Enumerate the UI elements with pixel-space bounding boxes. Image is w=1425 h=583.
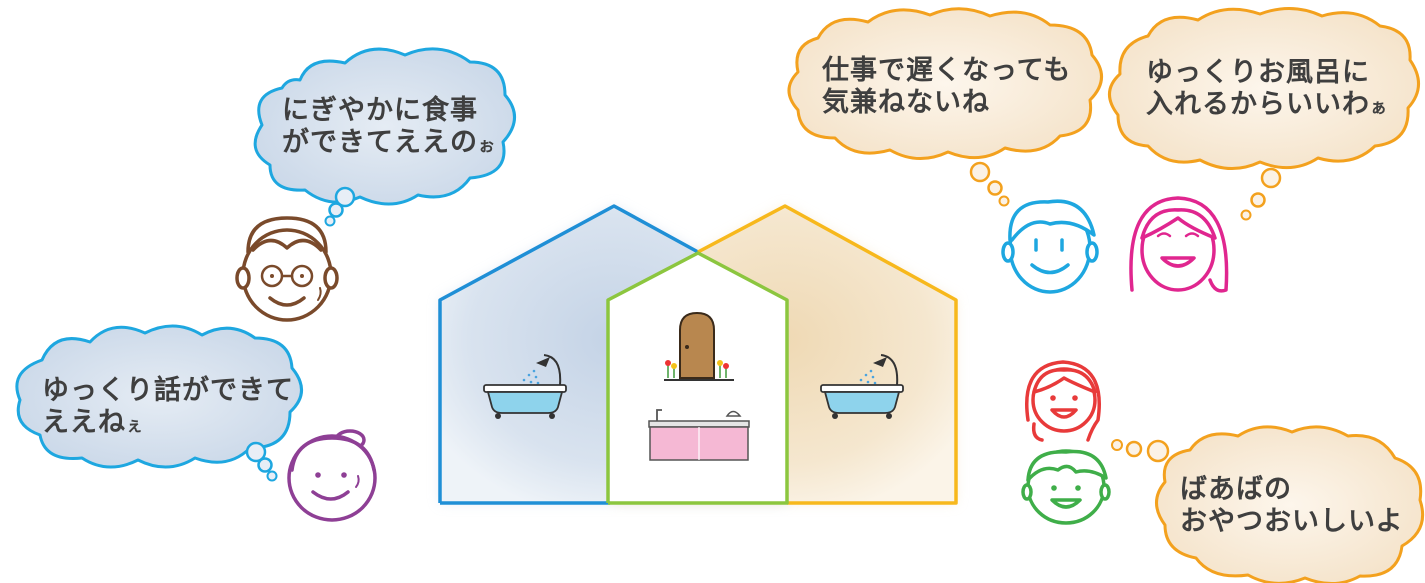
mother-speech-line2-small: ぁ [1370, 98, 1388, 118]
father-face-icon [1001, 199, 1099, 294]
grandpa-speech-line1: にぎやかに食事 [282, 95, 478, 126]
grandpa-speech-text: にぎやかに食事 ができてええのぉ [282, 95, 496, 162]
grandma-speech-line1: ゆっくり話ができて [42, 375, 294, 406]
speech-bubble-grandpa [253, 47, 516, 227]
father-speech-text: 仕事で遅くなっても 気兼ねないね [822, 55, 1071, 119]
mother-face-icon [1129, 196, 1229, 293]
flower-icon [665, 360, 729, 378]
grandpa-face-icon [235, 216, 339, 322]
mother-speech-line2: 入れるからいいわぁ [1146, 89, 1388, 124]
mother-speech-line1: ゆっくりお風呂に [1146, 57, 1370, 88]
speech-bubble-mother [1108, 6, 1420, 221]
mother-speech-line2-main: 入れるからいいわ [1146, 89, 1370, 120]
speech-bubble-kids [1111, 425, 1425, 583]
bathtub-icon [483, 354, 567, 419]
grandpa-speech-line2-small: ぉ [478, 136, 496, 156]
grandpa-speech-line2: ができてええのぉ [282, 127, 496, 162]
kitchen-icon [648, 409, 750, 461]
kids-speech-text: ばあばの おやつおいしいよ [1180, 474, 1403, 538]
father-speech-line1: 仕事で遅くなっても [822, 55, 1072, 86]
grandma-speech-line2-small: ぇ [126, 416, 144, 436]
girl-face-icon [1025, 360, 1101, 442]
speech-bubble-father [787, 7, 1103, 207]
kids-speech-line2: おやつおいしいよ [1180, 506, 1404, 537]
father-speech-line2: 気兼ねないね [822, 87, 990, 118]
grandma-speech-line2-main: ええね [42, 407, 126, 438]
boy-face-icon [1021, 449, 1111, 525]
grandpa-speech-line2-main: ができてええの [282, 127, 478, 158]
grandma-speech-text: ゆっくり話ができて ええねぇ [42, 375, 294, 442]
door-icon [664, 311, 734, 381]
speech-bubble-grandma [15, 324, 303, 482]
bathtub-icon [820, 354, 904, 419]
mother-speech-text: ゆっくりお風呂に 入れるからいいわぁ [1146, 57, 1388, 124]
kids-speech-line1: ばあばの [1180, 474, 1292, 505]
grandma-face-icon [287, 429, 377, 522]
grandma-speech-line2: ええねぇ [42, 407, 294, 442]
